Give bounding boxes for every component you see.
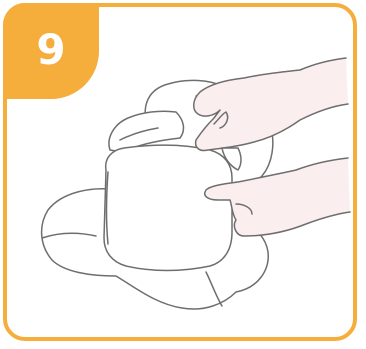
upper-hand xyxy=(194,58,348,151)
shell-insert xyxy=(104,145,232,270)
